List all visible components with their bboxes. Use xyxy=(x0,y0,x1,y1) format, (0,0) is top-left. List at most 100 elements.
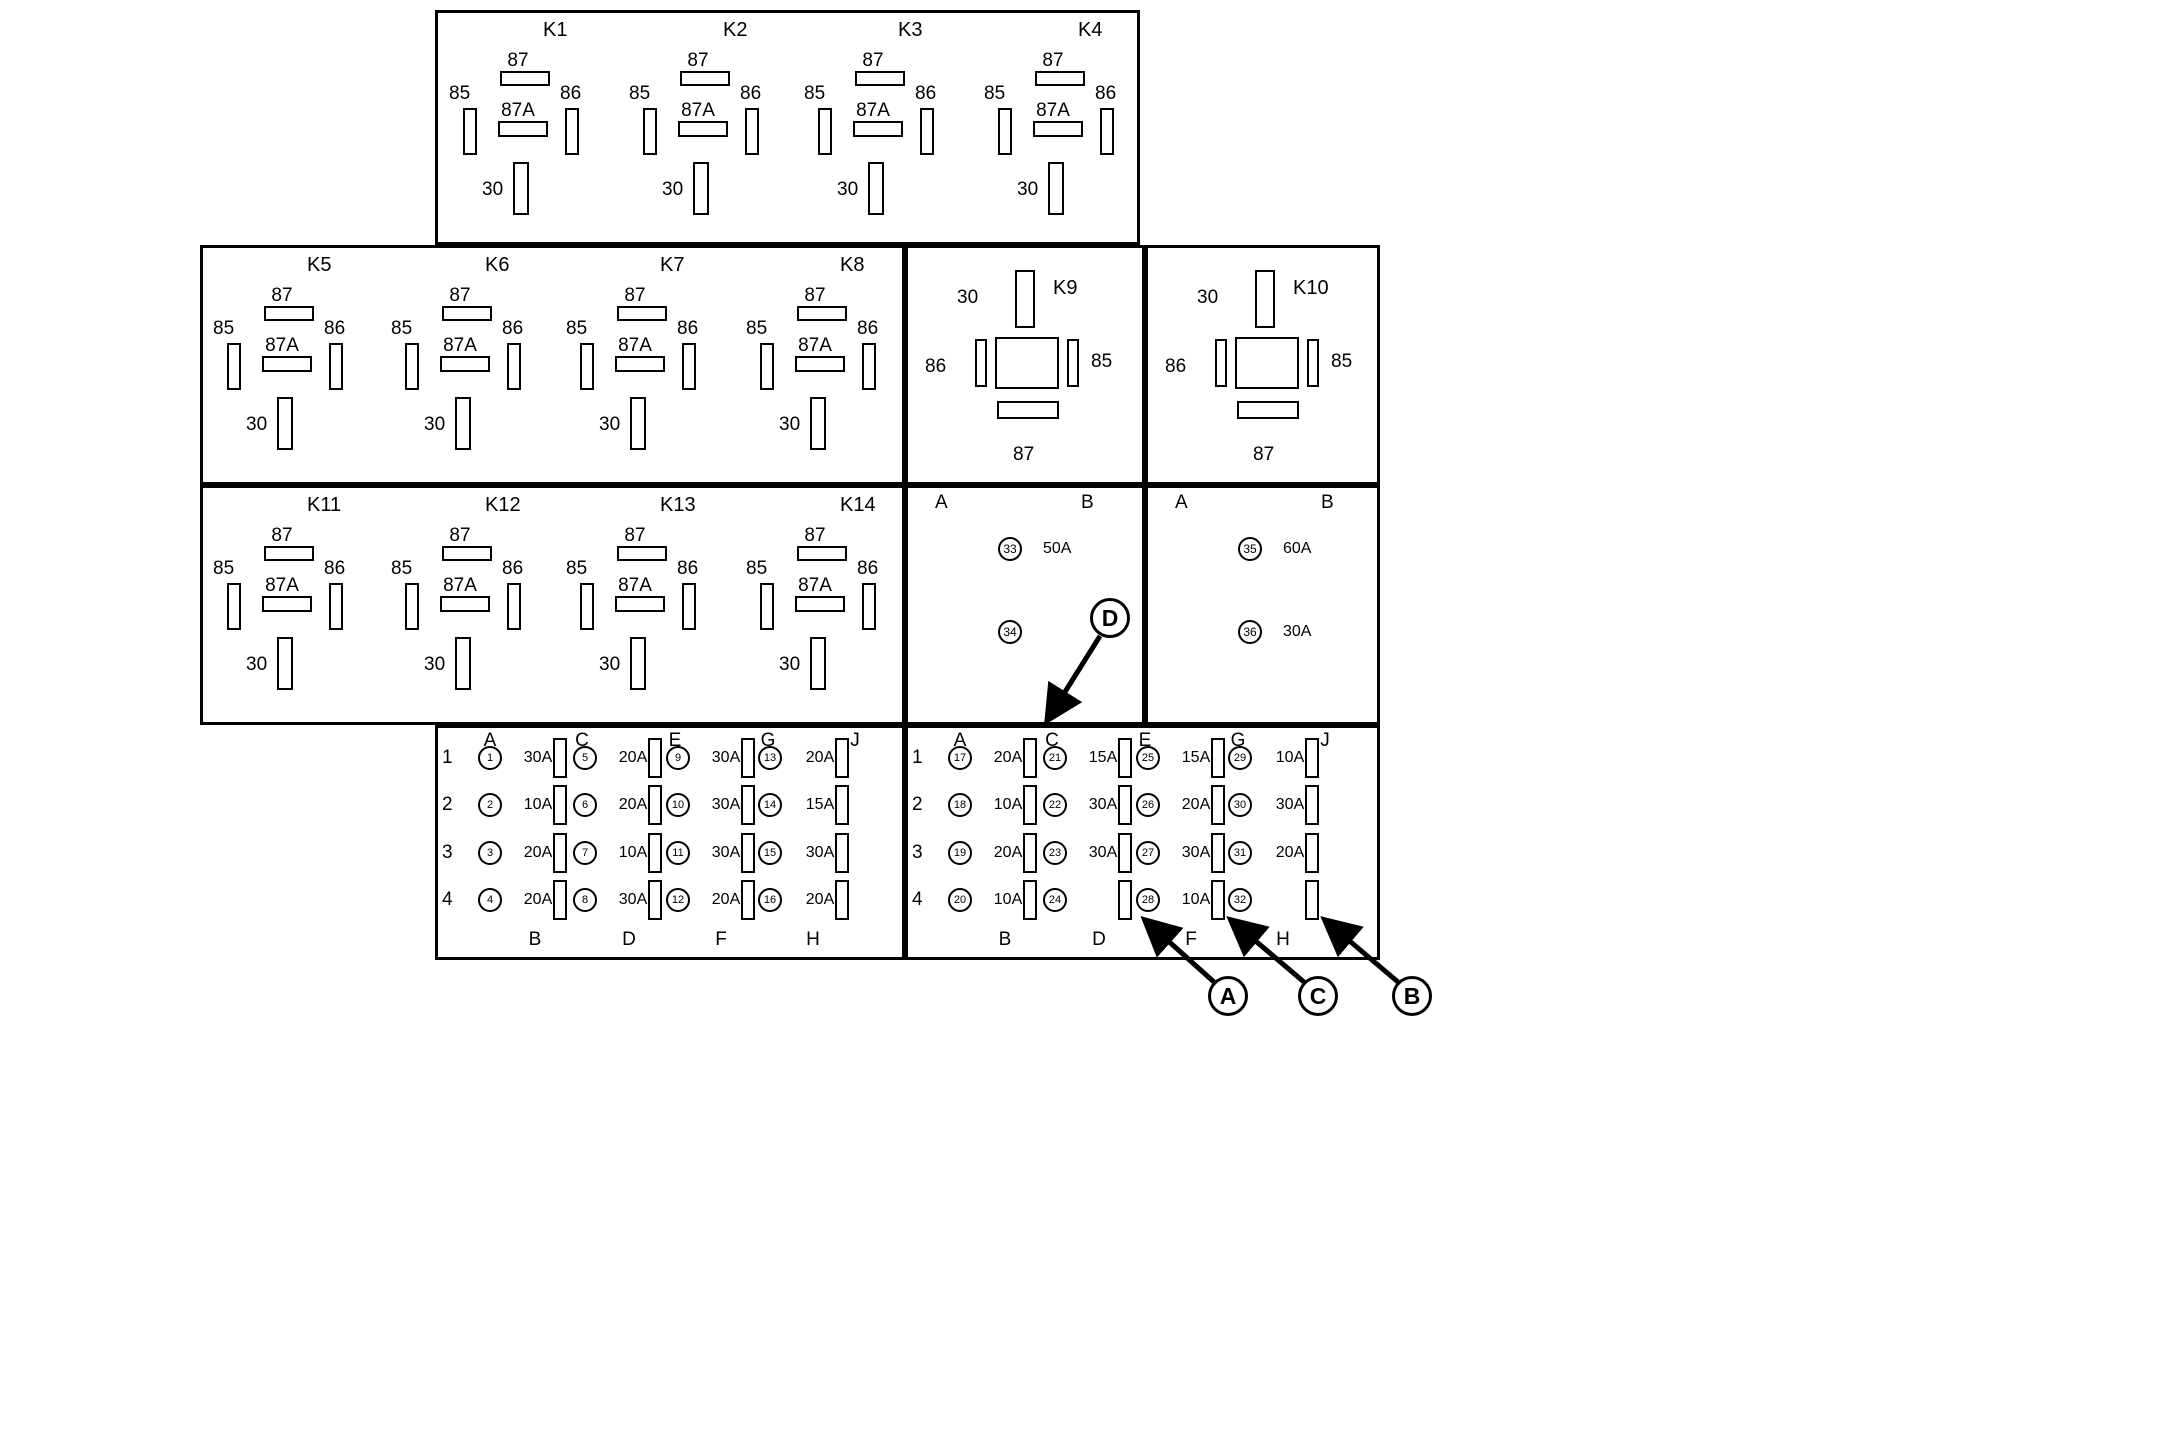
pin-30-terminal xyxy=(630,397,646,450)
pin-87-terminal xyxy=(264,306,314,321)
fuse-slot xyxy=(1211,880,1225,920)
pin-87-terminal xyxy=(855,71,905,86)
grid-bottom-col-b: B xyxy=(998,929,1012,950)
fuse-36: 36 xyxy=(1238,620,1262,644)
relay-id-label: K5 xyxy=(307,254,332,276)
pin-87-label: 87 xyxy=(687,50,709,71)
pin-86-label: 86 xyxy=(324,318,346,339)
pin-86-terminal xyxy=(862,583,876,630)
pin-86-terminal xyxy=(682,583,696,630)
grid-row-label-3: 3 xyxy=(912,842,923,863)
pin-30-label: 30 xyxy=(482,179,504,200)
grid-top-col-e: E xyxy=(668,730,682,751)
fuse-16-rating: 20A xyxy=(805,891,835,908)
pin-86-label: 86 xyxy=(677,318,699,339)
pin-30-label: 30 xyxy=(424,414,446,435)
pin-86-terminal xyxy=(565,108,579,155)
pin-87-terminal xyxy=(797,306,847,321)
pin-30-terminal xyxy=(630,637,646,690)
pin-87-terminal xyxy=(617,306,667,321)
pin-87a-terminal xyxy=(795,596,845,612)
grid-top-col-e: E xyxy=(1138,730,1152,751)
pin-87a-label: 87A xyxy=(798,335,832,356)
pin-86-label: 86 xyxy=(502,318,524,339)
fuse-28-rating: 10A xyxy=(1181,891,1211,908)
pin-85-label: 85 xyxy=(449,83,471,104)
fuse-20: 20 xyxy=(948,888,972,912)
fuse-13-rating: 20A xyxy=(805,749,835,766)
fuse-1-rating: 30A xyxy=(523,749,553,766)
fuse-slot xyxy=(648,833,662,873)
fuse-slot xyxy=(1023,738,1037,778)
pin-87a-terminal xyxy=(1033,121,1083,137)
pin-87-label: 87 xyxy=(624,285,646,306)
fuse-20-rating: 10A xyxy=(993,891,1023,908)
pin-30-label: 30 xyxy=(837,179,859,200)
fuse-30: 30 xyxy=(1228,793,1252,817)
pin-87-terminal xyxy=(997,401,1059,419)
pin-87a-label: 87A xyxy=(443,575,477,596)
grid-row-label-1: 1 xyxy=(912,747,923,768)
fuse-slot xyxy=(741,880,755,920)
pin-87-terminal xyxy=(680,71,730,86)
fuse-1: 1 xyxy=(478,746,502,770)
pin-86-terminal xyxy=(745,108,759,155)
pin-86-label: 86 xyxy=(740,83,762,104)
column-label-a: A xyxy=(1175,492,1188,513)
pin-30-label: 30 xyxy=(662,179,684,200)
pin-30-terminal xyxy=(693,162,709,215)
pin-87-label: 87 xyxy=(1013,444,1035,465)
pin-87a-label: 87A xyxy=(1036,100,1070,121)
pin-87a-label: 87A xyxy=(618,335,652,356)
pin-85-label: 85 xyxy=(746,318,768,339)
grid-row-label-4: 4 xyxy=(442,889,453,910)
fuse-6: 6 xyxy=(573,793,597,817)
grid-top-col-j: J xyxy=(850,730,860,751)
fuse-36-rating: 30A xyxy=(1283,623,1312,640)
pin-87a-terminal xyxy=(795,356,845,372)
fuse-29-rating: 10A xyxy=(1275,749,1305,766)
pin-87-label: 87 xyxy=(1253,444,1275,465)
pin-87-label: 87 xyxy=(1042,50,1064,71)
pin-87-terminal xyxy=(1035,71,1085,86)
relay-id-label: K11 xyxy=(307,494,342,516)
fuse-32: 32 xyxy=(1228,888,1252,912)
pin-85-terminal xyxy=(227,343,241,390)
pin-85-terminal xyxy=(463,108,477,155)
fuse-slot xyxy=(835,785,849,825)
grid-row-label-2: 2 xyxy=(912,794,923,815)
grid-top-col-g: G xyxy=(760,730,776,751)
pin-30-label: 30 xyxy=(599,414,621,435)
fuse-slot xyxy=(835,738,849,778)
grid-top-col-c: C xyxy=(1045,730,1059,751)
fuse-25: 25 xyxy=(1136,746,1160,770)
grid-bottom-col-h: H xyxy=(1276,929,1290,950)
pin-30-terminal xyxy=(868,162,884,215)
fuse-slot xyxy=(741,785,755,825)
pin-86-terminal xyxy=(682,343,696,390)
pin-86-label: 86 xyxy=(502,558,524,579)
fuse-15-rating: 30A xyxy=(805,844,835,861)
pin-85-label: 85 xyxy=(1091,351,1113,372)
relay-id-label: K2 xyxy=(723,19,748,41)
pin-85-label: 85 xyxy=(213,558,235,579)
fuse-22-rating: 30A xyxy=(1088,796,1118,813)
pin-87a-terminal xyxy=(853,121,903,137)
fuse-slot xyxy=(835,833,849,873)
grid-top-col-g: G xyxy=(1230,730,1246,751)
callout-c: C xyxy=(1298,976,1338,1016)
pin-87-label: 87 xyxy=(271,525,293,546)
fuse-31: 31 xyxy=(1228,841,1252,865)
fuse-slot xyxy=(553,880,567,920)
fuse-25-rating: 15A xyxy=(1181,749,1211,766)
pin-86-label: 86 xyxy=(560,83,582,104)
grid-bottom-col-f: F xyxy=(715,929,727,950)
pin-30-terminal xyxy=(455,397,471,450)
fuse-8: 8 xyxy=(573,888,597,912)
